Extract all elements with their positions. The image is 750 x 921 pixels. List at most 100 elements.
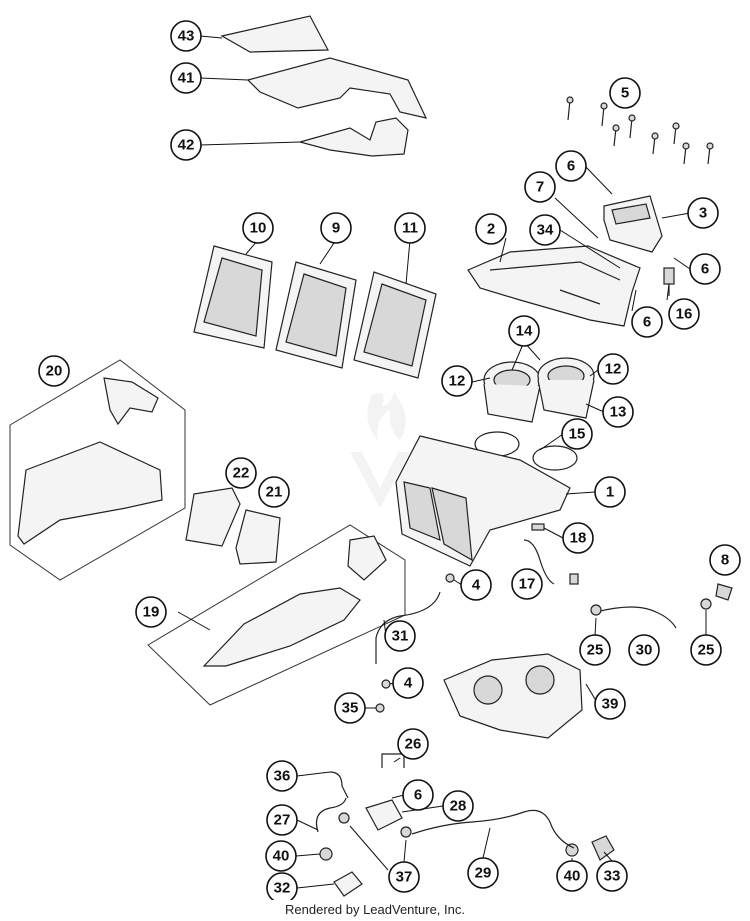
part-26-bracket bbox=[381, 753, 405, 768]
svg-text:30: 30 bbox=[636, 642, 653, 659]
svg-text:35: 35 bbox=[342, 700, 359, 717]
svg-text:15: 15 bbox=[569, 426, 586, 443]
callout-27: 27 bbox=[266, 804, 298, 836]
callout-4-lower: 4 bbox=[392, 667, 424, 699]
callout-25-left: 25 bbox=[579, 634, 611, 666]
part-1-airbox bbox=[395, 435, 571, 567]
part-27-hose bbox=[315, 797, 347, 833]
callout-29: 29 bbox=[467, 857, 499, 889]
callout-22: 22 bbox=[225, 457, 257, 489]
callout-6-right: 6 bbox=[689, 253, 721, 285]
callout-42: 42 bbox=[170, 129, 202, 161]
callout-1: 1 bbox=[594, 476, 626, 508]
callout-6-top: 6 bbox=[555, 150, 587, 182]
part-25-clamp bbox=[590, 604, 602, 616]
part-37-clamp bbox=[338, 812, 350, 824]
callout-16: 16 bbox=[668, 298, 700, 330]
callout-26: 26 bbox=[397, 728, 429, 760]
callout-12-right: 12 bbox=[597, 353, 629, 385]
svg-text:40: 40 bbox=[564, 868, 581, 885]
throttle-body-assembly bbox=[443, 653, 583, 739]
callout-25-right: 25 bbox=[690, 634, 722, 666]
part-19-air-duct bbox=[202, 587, 361, 667]
part-20-air-duct bbox=[17, 441, 163, 545]
part-19-group-frame bbox=[147, 524, 406, 706]
svg-text:4: 4 bbox=[472, 577, 481, 594]
svg-text:5: 5 bbox=[621, 85, 629, 102]
svg-text:32: 32 bbox=[274, 880, 291, 897]
callout-40-right: 40 bbox=[556, 860, 588, 892]
part-41-top-cover bbox=[246, 57, 428, 119]
part-5-bolts bbox=[566, 96, 714, 165]
callout-7: 7 bbox=[524, 171, 556, 203]
svg-text:3: 3 bbox=[699, 205, 707, 222]
svg-text:39: 39 bbox=[602, 696, 619, 713]
part-40-cap bbox=[319, 847, 333, 861]
part-32-flange bbox=[333, 871, 363, 897]
part-36-elbow bbox=[329, 771, 349, 799]
part-43-cover-panel bbox=[220, 15, 329, 53]
part-3-bracket bbox=[603, 195, 663, 253]
svg-text:27: 27 bbox=[274, 812, 291, 829]
callout-12-left: 12 bbox=[441, 365, 473, 397]
svg-text:6: 6 bbox=[567, 158, 575, 175]
svg-text:19: 19 bbox=[143, 604, 160, 621]
part-29-hose bbox=[411, 809, 575, 849]
svg-text:31: 31 bbox=[392, 628, 409, 645]
callout-13: 13 bbox=[602, 396, 634, 428]
callout-4-upper: 4 bbox=[460, 569, 492, 601]
part-2-airbox-lid bbox=[467, 245, 641, 327]
watermark-logo bbox=[350, 392, 410, 508]
part-21-duct-boot bbox=[235, 509, 281, 565]
callout-34: 34 bbox=[529, 214, 561, 246]
svg-text:4: 4 bbox=[404, 675, 413, 692]
svg-text:26: 26 bbox=[405, 736, 422, 753]
callout-15: 15 bbox=[561, 418, 593, 450]
svg-text:18: 18 bbox=[570, 530, 587, 547]
svg-text:25: 25 bbox=[698, 642, 715, 659]
svg-text:6: 6 bbox=[643, 314, 651, 331]
callout-17: 17 bbox=[511, 568, 543, 600]
part-33-fitting bbox=[591, 835, 615, 861]
svg-text:12: 12 bbox=[449, 373, 466, 390]
callout-39: 39 bbox=[594, 688, 626, 720]
svg-text:41: 41 bbox=[178, 70, 195, 87]
part-42-cover-liner bbox=[297, 117, 409, 157]
part-17-hose bbox=[523, 539, 555, 585]
svg-text:1: 1 bbox=[606, 484, 614, 501]
part-35-bolt bbox=[375, 703, 385, 713]
svg-text:36: 36 bbox=[274, 768, 291, 785]
svg-text:34: 34 bbox=[537, 222, 554, 239]
callout-11: 11 bbox=[394, 212, 426, 244]
part-31-hose bbox=[375, 591, 441, 664]
svg-text:33: 33 bbox=[604, 868, 621, 885]
parts-diagram: 43 41 42 5 6 7 3 34 2 6 16 6 10 9 11 14 … bbox=[9, 15, 741, 900]
callout-5: 5 bbox=[609, 77, 641, 109]
svg-text:20: 20 bbox=[46, 363, 63, 380]
footer-credit: Rendered by LeadVenture, Inc. bbox=[285, 902, 465, 917]
callout-35: 35 bbox=[334, 692, 366, 724]
callout-28: 28 bbox=[442, 790, 474, 822]
svg-text:40: 40 bbox=[273, 848, 290, 865]
callout-40-left: 40 bbox=[265, 840, 297, 872]
part-8-fitting bbox=[715, 583, 733, 601]
callout-31: 31 bbox=[384, 620, 416, 652]
callout-6-lower: 6 bbox=[631, 306, 663, 338]
svg-text:16: 16 bbox=[676, 306, 693, 323]
svg-text:25: 25 bbox=[587, 642, 604, 659]
callout-2: 2 bbox=[475, 213, 507, 245]
callout-14: 14 bbox=[508, 315, 540, 347]
part-4-clamp bbox=[445, 573, 455, 583]
svg-text:7: 7 bbox=[536, 179, 544, 196]
callout-19: 19 bbox=[135, 596, 167, 628]
callout-36: 36 bbox=[266, 760, 298, 792]
svg-text:11: 11 bbox=[402, 220, 418, 237]
callout-8: 8 bbox=[709, 544, 741, 576]
svg-text:9: 9 bbox=[332, 220, 340, 237]
callout-6-bottom: 6 bbox=[402, 779, 434, 811]
svg-text:6: 6 bbox=[414, 787, 422, 804]
part-18-clamp bbox=[531, 523, 545, 531]
callout-30: 30 bbox=[628, 634, 660, 666]
svg-text:21: 21 bbox=[266, 484, 283, 501]
callout-41: 41 bbox=[170, 62, 202, 94]
